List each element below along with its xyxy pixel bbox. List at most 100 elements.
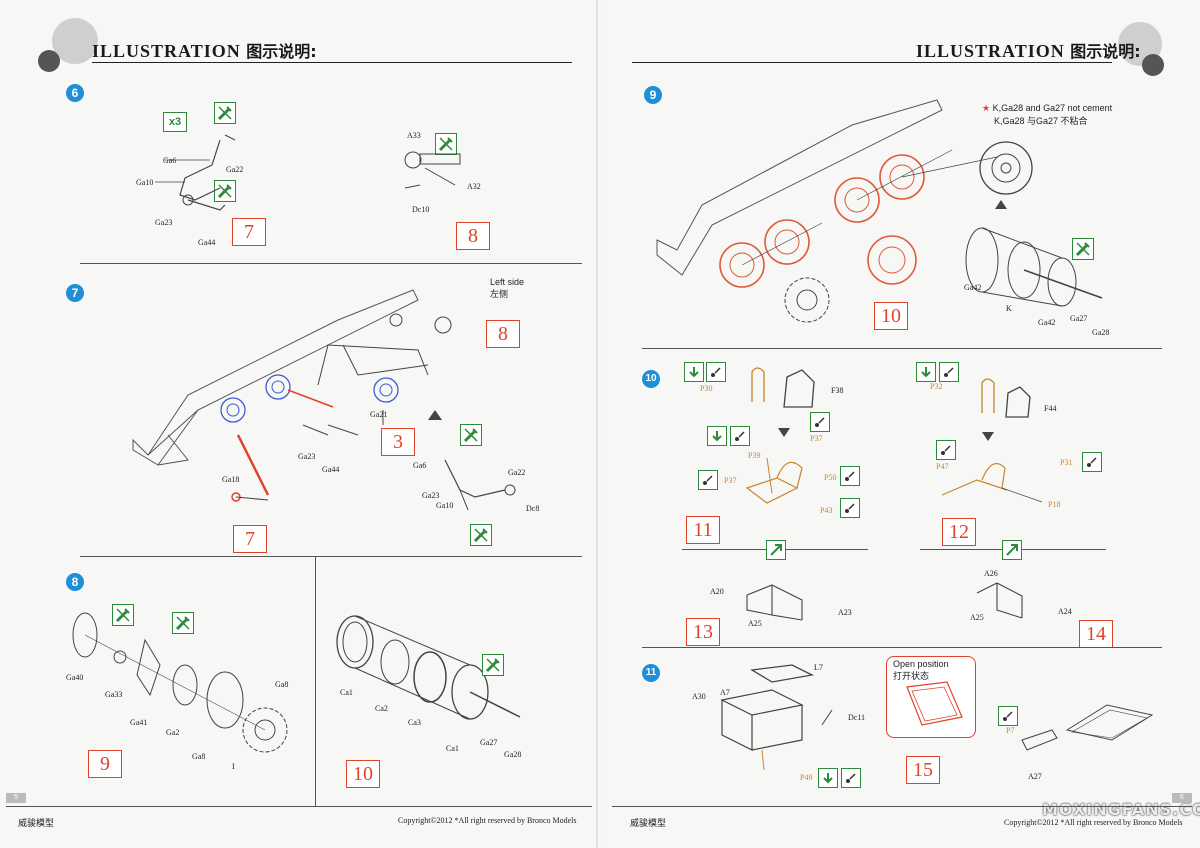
step-10-frame-left-drawing — [746, 584, 803, 621]
part-label: Ga23 — [422, 491, 440, 500]
cement-icon — [1072, 238, 1094, 260]
part-label: Ga8 — [275, 680, 289, 689]
part-label: A30 — [692, 692, 706, 701]
part-label: Ga22 — [508, 468, 526, 477]
ref-box-7: 7 — [232, 218, 266, 246]
quantity-x3-badge: x3 — [163, 112, 187, 132]
step-9-badge: 9 — [644, 86, 662, 104]
part-label: A20 — [710, 587, 724, 596]
cement-icon — [435, 133, 457, 155]
part-label: Ga27 — [1070, 314, 1088, 323]
header-decoration-dot — [1142, 54, 1164, 76]
part-label: I — [232, 762, 235, 771]
watermark: MOXINGFANS.COM — [1042, 800, 1200, 819]
part-label: A7 — [720, 688, 730, 697]
part-label: Dc8 — [526, 504, 540, 513]
part-label: Ga27 — [480, 738, 498, 747]
left-side-note: Left side 左侧 — [490, 277, 525, 299]
step-11-box-drawing — [720, 664, 833, 771]
part-label: A33 — [407, 131, 421, 140]
header-rule — [632, 62, 1112, 63]
ref-box-8: 8 — [456, 222, 490, 250]
right-page: ILLUSTRATION 图示说明: 9 ★ K,Ga28 and Ga27 n… — [602, 0, 1200, 848]
down-arrow-icon — [778, 428, 790, 437]
pe-frame-drawing — [941, 462, 1043, 503]
part-label: K — [1006, 304, 1012, 313]
part-label: Ga10 — [136, 178, 154, 187]
step-9-hull-drawing — [656, 99, 998, 323]
pe-part-label: P7 — [1006, 726, 1015, 735]
pe-bracket-drawing — [981, 378, 1031, 418]
ref-box-14: 14 — [1079, 620, 1113, 648]
part-label: Ga28 — [1092, 328, 1110, 337]
down-arrow-icon — [982, 432, 994, 441]
part-label: Ga42 — [1038, 318, 1056, 327]
ref-box-13: 13 — [686, 618, 720, 646]
part-label: Ga33 — [105, 690, 123, 699]
pe-bend-icon — [730, 426, 750, 446]
step-8-badge: 8 — [66, 573, 84, 591]
pe-part-label: P30 — [700, 384, 713, 393]
ref-box-9: 9 — [88, 750, 122, 778]
part-label: Ga28 — [504, 750, 522, 759]
part-label: Ga40 — [66, 673, 84, 682]
part-label: A26 — [984, 569, 998, 578]
part-label: Ca1 — [340, 688, 353, 697]
ref-box-15: 15 — [906, 756, 940, 784]
page-number: 6 — [1172, 793, 1192, 803]
part-label: A25 — [970, 613, 984, 622]
attach-icon — [766, 540, 786, 560]
ref-box-3: 3 — [381, 428, 415, 456]
header-decoration-circle — [52, 18, 98, 64]
cement-icon — [214, 102, 236, 124]
pe-bend-icon — [1082, 452, 1102, 472]
part-label: Dc10 — [412, 205, 430, 214]
part-label: Ga6 — [163, 156, 177, 165]
ref-box-12: 12 — [942, 518, 976, 546]
part-label: Dc11 — [848, 713, 866, 722]
pe-part-label: P18 — [1048, 500, 1061, 509]
part-label: Ga2 — [166, 728, 180, 737]
footer-copyright: Copyright©2012 *All right reserved by Br… — [1004, 818, 1183, 827]
pe-bend-icon — [840, 466, 860, 486]
photo-etch-icon — [684, 362, 704, 382]
part-label: Ga10 — [436, 501, 454, 510]
pe-bend-icon — [841, 768, 861, 788]
pe-bend-icon — [939, 362, 959, 382]
pe-part-label: P47 — [936, 462, 949, 471]
cement-icon — [172, 612, 194, 634]
part-label: A24 — [1058, 607, 1072, 616]
photo-etch-icon — [916, 362, 936, 382]
pe-bend-icon — [936, 440, 956, 460]
step-7-arm-drawing — [444, 459, 516, 511]
header-rule — [92, 62, 572, 63]
part-label: A23 — [838, 608, 852, 617]
part-label: Ga23 — [155, 218, 173, 227]
ref-box-10: 10 — [346, 760, 380, 788]
not-cement-note: ★ K,Ga28 and Ga27 not cement K,Ga28 与Ga2… — [982, 103, 1113, 126]
part-label: Ga23 — [298, 452, 316, 461]
footer-brand: 威骏模型 — [630, 819, 667, 829]
attach-icon — [1002, 540, 1022, 560]
step-6-arm-drawing — [155, 134, 236, 211]
pe-part-label: P39 — [748, 451, 761, 460]
section-divider — [80, 556, 582, 557]
part-label: Ga22 — [226, 165, 244, 174]
section-divider — [80, 263, 582, 264]
part-label: Ca3 — [408, 718, 421, 727]
ref-box-11: 11 — [686, 516, 720, 544]
open-position-callout: Open position 打开状态 — [886, 656, 976, 738]
part-label: L7 — [814, 663, 823, 672]
step-11-badge: 11 — [642, 664, 660, 682]
step-10-badge: 10 — [642, 370, 660, 388]
cement-icon — [460, 424, 482, 446]
sprocket-assembly-drawing — [72, 612, 288, 753]
header-decoration-dot — [38, 50, 60, 72]
ref-box-7: 7 — [233, 525, 267, 553]
step-6-badge: 6 — [66, 84, 84, 102]
pe-bend-icon — [810, 412, 830, 432]
part-label: Ga44 — [322, 465, 340, 474]
part-label: Ga18 — [222, 475, 240, 484]
wheel-assembly-drawing — [336, 615, 521, 720]
book-spine — [596, 0, 604, 848]
